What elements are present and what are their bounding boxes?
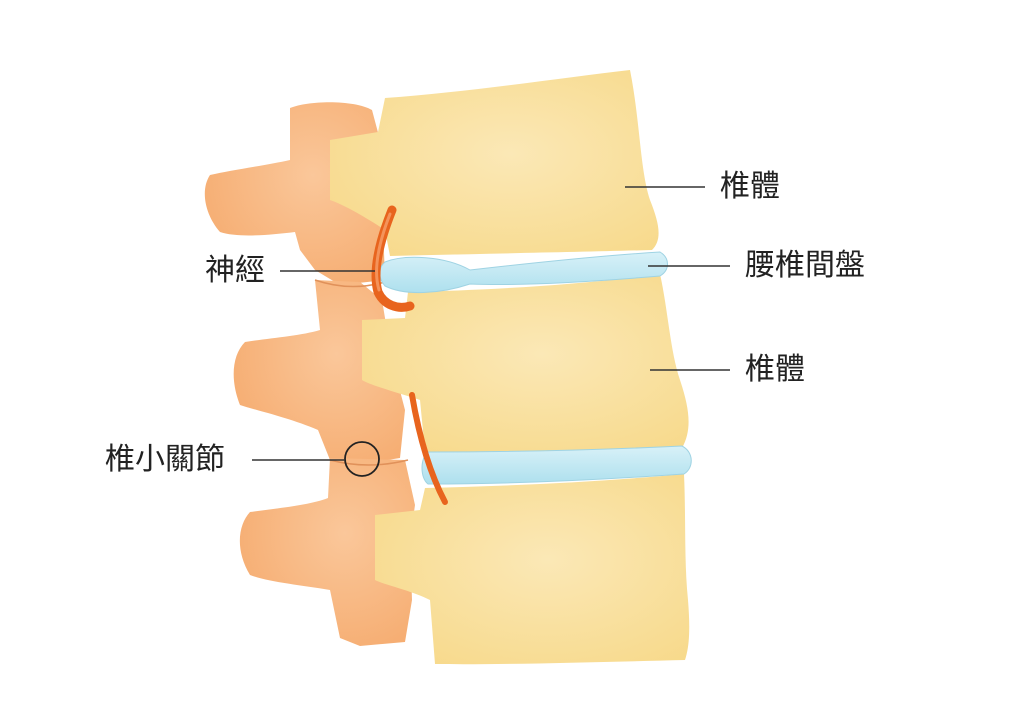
- facet-joint-marker: [344, 441, 380, 477]
- vertebral-body-bottom: [375, 474, 690, 665]
- nerve-root-upper-highlight: [375, 212, 392, 292]
- disc-lower: [421, 445, 692, 485]
- joint-seam-lower: [329, 459, 409, 466]
- disc-upper: [379, 251, 668, 293]
- label-vertebral-body-bottom: 椎體: [745, 352, 805, 387]
- posterior-element-lower: [239, 458, 415, 646]
- vertebral-body-top: [330, 70, 659, 256]
- label-nerve: 神經: [205, 253, 265, 288]
- vertebral-body-middle: [362, 274, 689, 452]
- nerve-root-lower: [409, 392, 448, 505]
- label-disc: 腰椎間盤: [745, 248, 865, 283]
- label-facet-joint: 椎小關節: [105, 442, 225, 477]
- label-vertebral-body-top: 椎體: [720, 169, 780, 204]
